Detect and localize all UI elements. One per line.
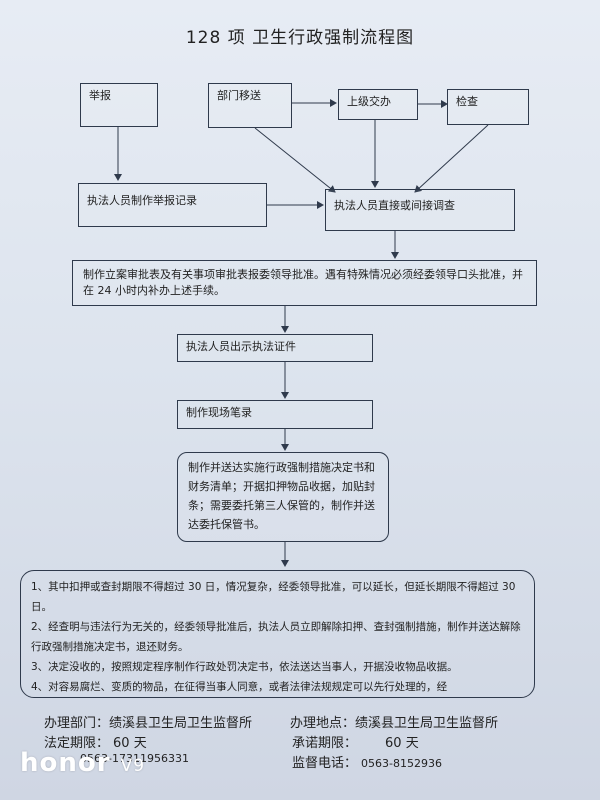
note-item: 4、对容易腐烂、变质的物品，在征得当事人同意，或者法律法规规定可以先行处理的，经 xyxy=(31,681,448,693)
note-item: 1、其中扣押或查封期限不得超过 30 日，情况复杂，经委领导批准，可以延长，但延… xyxy=(31,581,516,613)
page-title: 128 项 卫生行政强制流程图 xyxy=(185,28,415,48)
notes-box: 1、其中扣押或查封期限不得超过 30 日，情况复杂，经委领导批准，可以延长，但延… xyxy=(20,570,535,698)
watermark-model: V9 xyxy=(120,756,146,776)
footer-dept: 办理部门：绩溪县卫生局卫生监督所 xyxy=(44,712,252,731)
footer-legal-term-label: 法定期限： xyxy=(44,736,110,751)
box-onsite-record: 制作现场笔录 xyxy=(177,400,373,429)
footer-supervise-phone: 监督电话：0563-8152936 xyxy=(292,752,442,771)
camera-watermark: honor V9 xyxy=(20,748,145,778)
footer-legal-term: 法定期限：60 天 xyxy=(44,732,147,751)
note-item: 3、决定没收的，按照规定程序制作行政处罚决定书，依法送达当事人，开据没收物品收据… xyxy=(31,661,458,673)
arrow-inspection-to-investigation xyxy=(414,124,489,193)
footer-legal-term-value: 60 天 xyxy=(113,736,147,751)
box-inspection: 检查 xyxy=(447,89,529,125)
box-superior-assign: 上级交办 xyxy=(338,89,418,120)
footer-phone-left: 0563-17311956331 xyxy=(80,752,189,765)
footer-supervise-phone-value: 0563-8152936 xyxy=(361,757,442,770)
footer-supervise-phone-label: 监督电话： xyxy=(292,756,358,771)
footer-place-label: 办理地点： xyxy=(290,716,356,731)
box-report-record: 执法人员制作举报记录 xyxy=(78,183,267,227)
box-report: 举报 xyxy=(80,83,158,127)
note-item: 2、经查明与违法行为无关的，经委领导批准后，执法人员立即解除扣押、查封强制措施，… xyxy=(31,621,521,653)
box-dept-transfer: 部门移送 xyxy=(208,83,292,128)
watermark-brand: honor xyxy=(20,748,111,778)
footer-promised-term-value: 60 天 xyxy=(385,736,419,751)
box-investigation: 执法人员直接或间接调查 xyxy=(325,189,515,231)
footer-dept-value: 绩溪县卫生局卫生监督所 xyxy=(109,716,253,731)
box-decision: 制作并送达实施行政强制措施决定书和财务清单；开据扣押物品收据，加贴封条；需要委托… xyxy=(177,452,389,542)
box-show-cert: 执法人员出示执法证件 xyxy=(177,334,373,362)
footer-promised-term-label: 承诺期限： xyxy=(292,736,358,751)
box-approval: 制作立案审批表及有关事项审批表报委领导批准。遇有特殊情况必须经委领导口头批准，并… xyxy=(72,260,537,306)
footer-place: 办理地点：绩溪县卫生局卫生监督所 xyxy=(290,712,498,731)
footer-dept-label: 办理部门： xyxy=(44,716,110,731)
footer-place-value: 绩溪县卫生局卫生监督所 xyxy=(355,716,499,731)
arrow-transfer-to-investigation xyxy=(254,127,336,193)
footer-promised-term: 承诺期限： 60 天 xyxy=(292,732,419,751)
